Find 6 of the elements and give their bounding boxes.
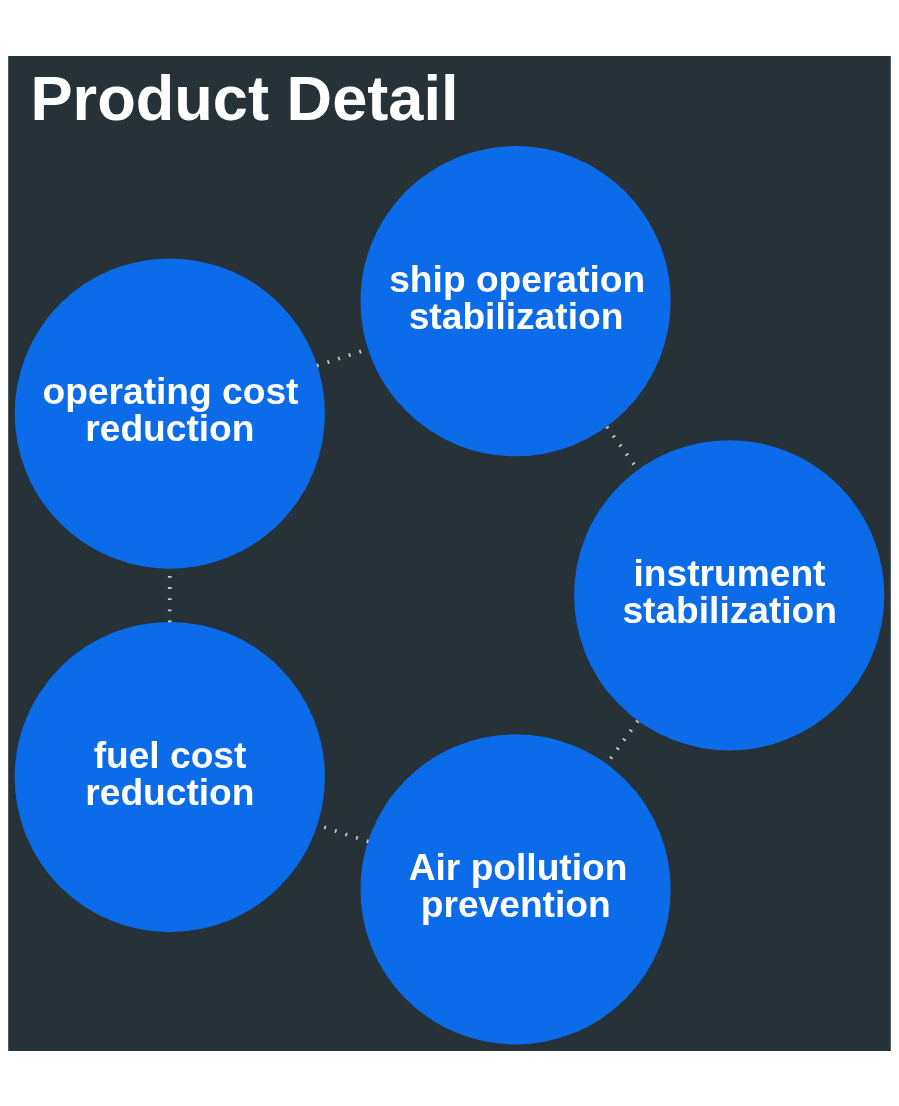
node-circle: Air pollution prevention <box>360 733 671 1044</box>
diagram-title: Product Detail <box>30 62 459 133</box>
node-circle: ship operation stabilization <box>360 145 671 456</box>
node-circle: fuel cost reduction <box>14 621 325 932</box>
node-circle: operating cost reduction <box>14 257 325 569</box>
node-circle: instrument stabilization <box>574 439 885 750</box>
